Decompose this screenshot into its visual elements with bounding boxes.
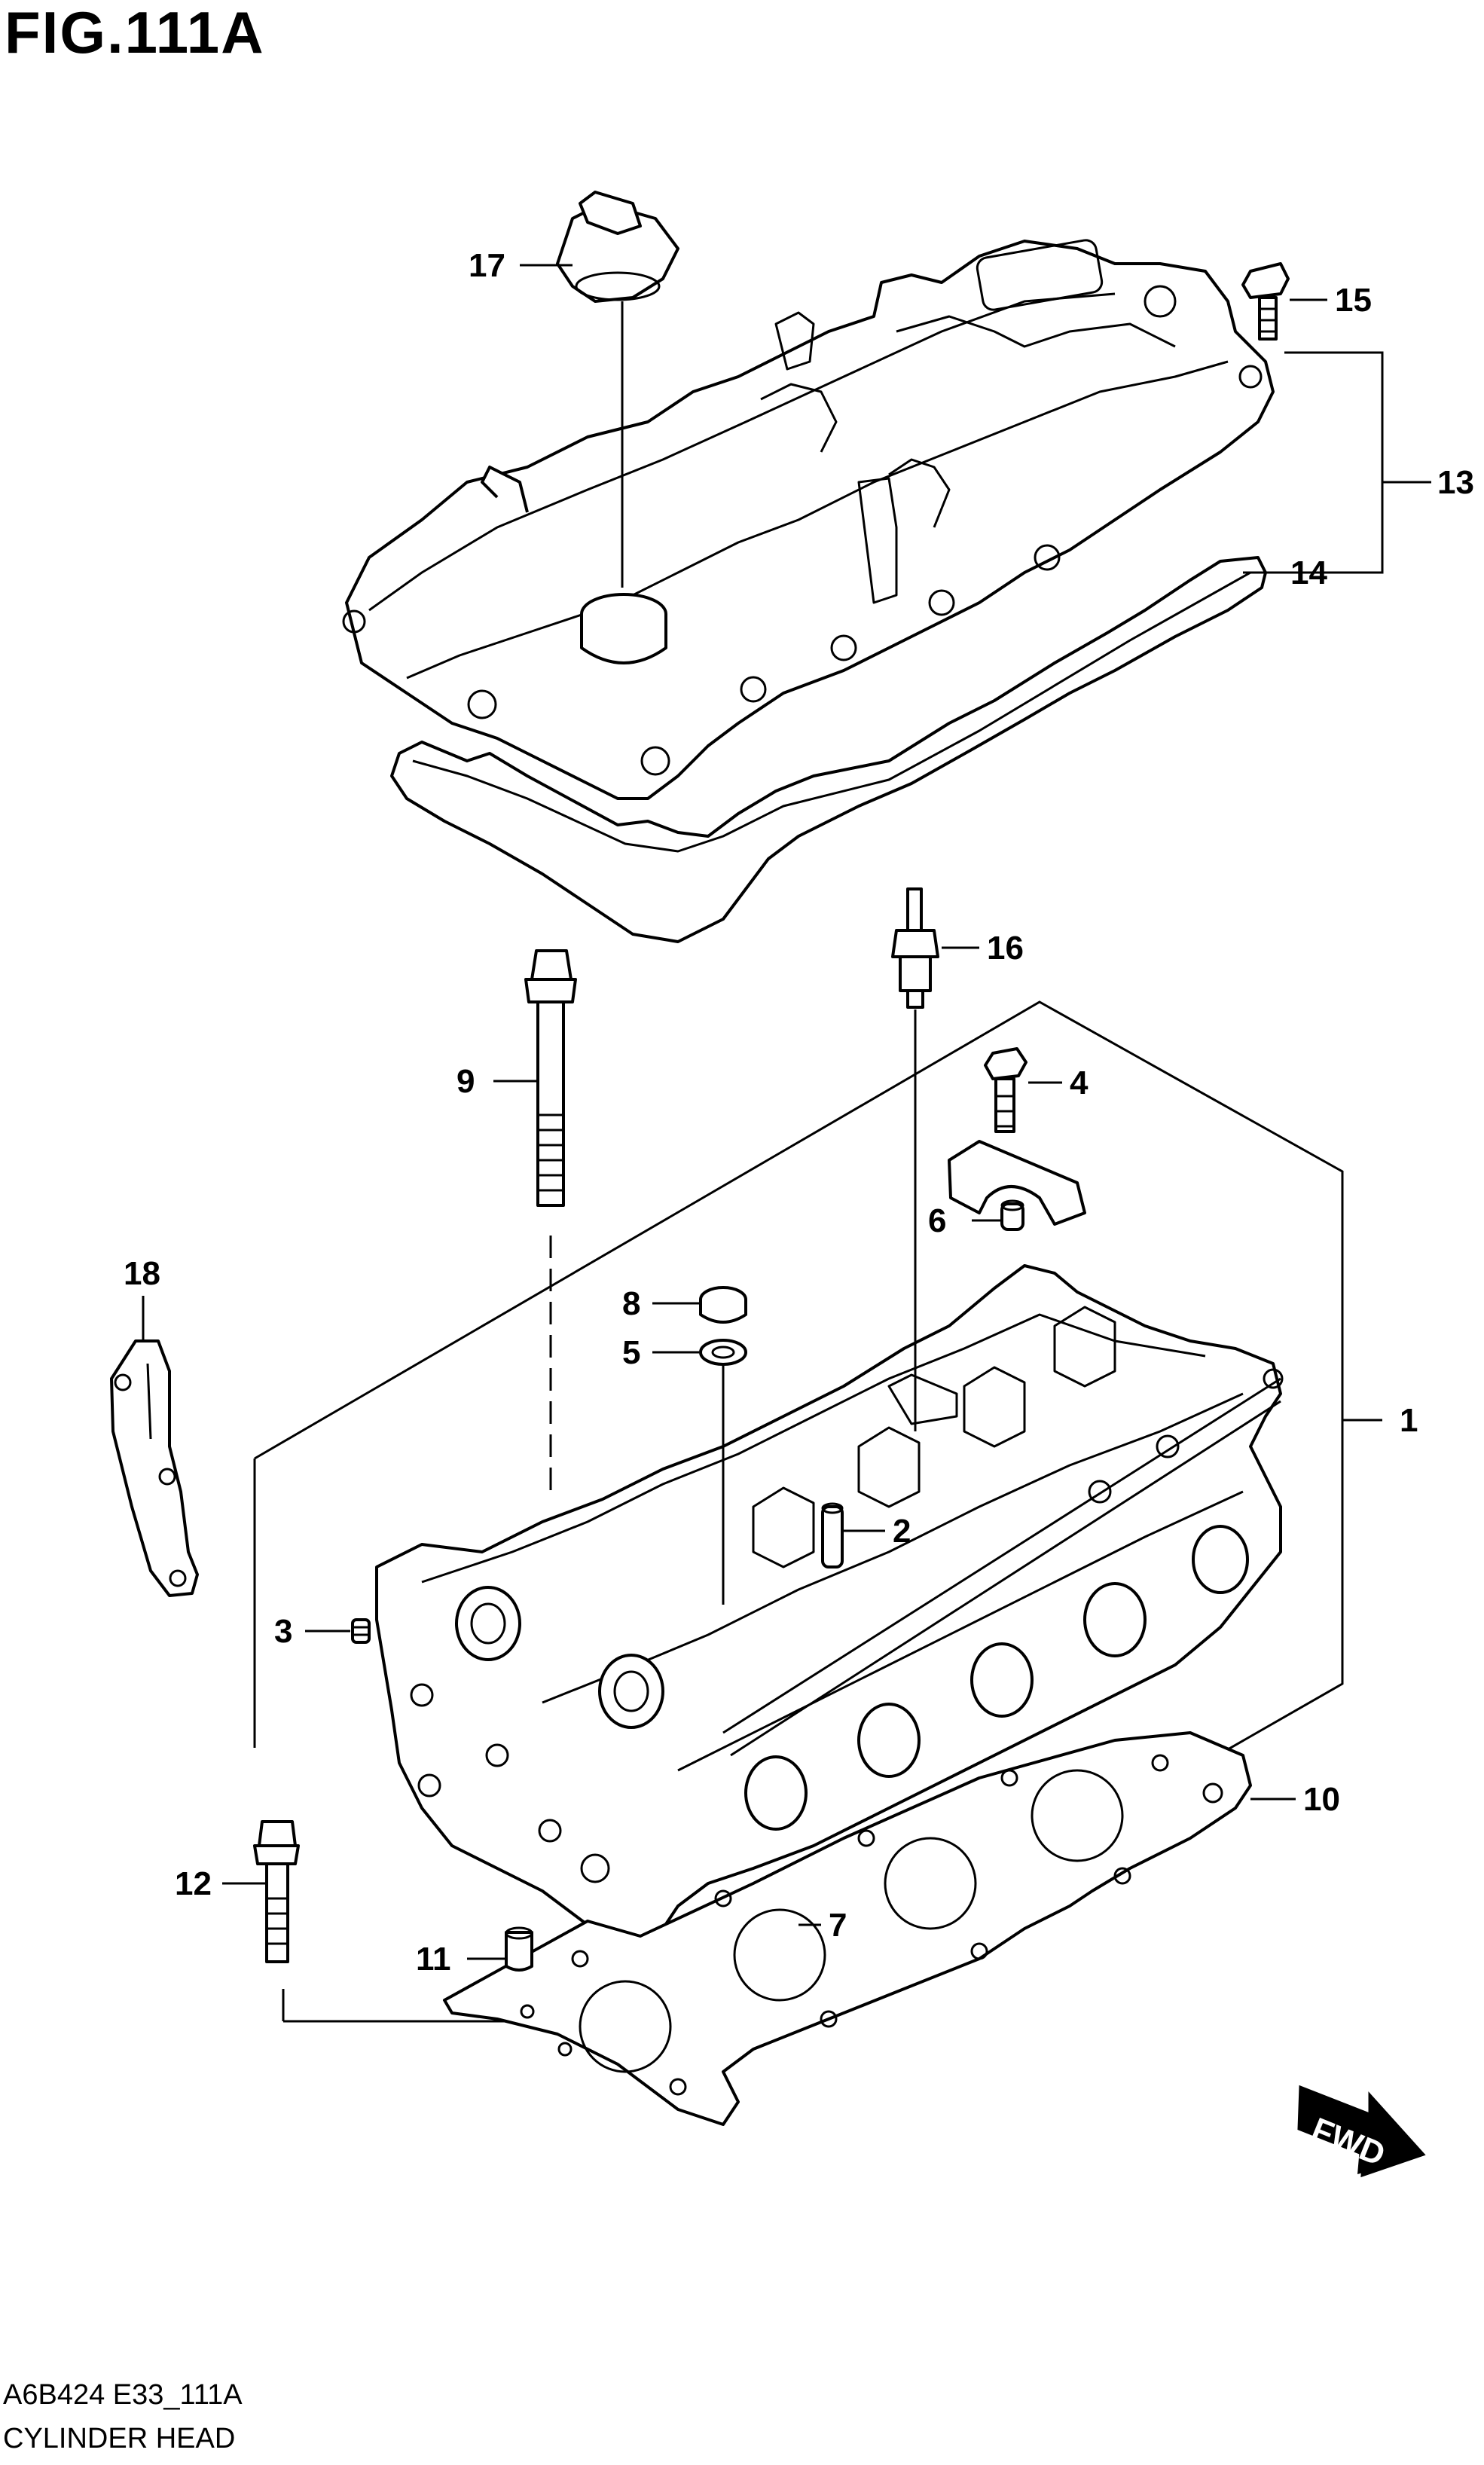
bracket <box>110 1339 199 1597</box>
callout-7: 7 <box>829 1907 847 1944</box>
camshaft-cap <box>948 1140 1086 1226</box>
callout-18: 18 <box>124 1255 160 1292</box>
seal <box>699 1339 747 1366</box>
callout-labels: 1 2 3 4 5 6 7 8 9 10 11 12 13 14 15 16 1… <box>124 247 1474 1978</box>
callout-1: 1 <box>1400 1402 1418 1439</box>
plug <box>699 1286 747 1324</box>
callout-8: 8 <box>622 1285 640 1322</box>
head-gasket <box>443 1731 1252 2126</box>
callout-11: 11 <box>416 1941 451 1978</box>
figure-name: CYLINDER HEAD <box>3 2423 236 2454</box>
callout-6: 6 <box>928 1202 946 1239</box>
fwd-direction-badge: FWD <box>1297 2085 1426 2178</box>
callout-14: 14 <box>1290 554 1327 591</box>
figure-title: FIG.111A <box>5 0 265 66</box>
figure-code: A6B424 E33_111A <box>3 2379 243 2411</box>
oil-filler-cap <box>556 191 679 303</box>
callout-16: 16 <box>987 930 1024 967</box>
valve-cover-gasket <box>390 556 1267 943</box>
callout-13: 13 <box>1437 464 1474 501</box>
dowel-pin <box>1000 1199 1024 1231</box>
callout-4: 4 <box>1070 1065 1089 1101</box>
plug-small <box>351 1618 371 1644</box>
callout-12: 12 <box>175 1865 212 1902</box>
callout-5: 5 <box>622 1334 640 1371</box>
callout-10: 10 <box>1303 1781 1340 1818</box>
callout-2: 2 <box>893 1513 911 1550</box>
head-bolt <box>524 949 577 1207</box>
callout-17: 17 <box>469 247 505 284</box>
dowel-sleeve <box>505 1926 533 1972</box>
valve-cover-bolt <box>1241 262 1290 341</box>
callout-3: 3 <box>274 1613 292 1650</box>
callout-15: 15 <box>1335 282 1372 319</box>
cam-cap-bolt <box>984 1047 1028 1133</box>
spark-plug <box>891 887 939 1009</box>
callout-9: 9 <box>456 1063 475 1100</box>
cylinder-head <box>375 1264 1284 1945</box>
head-bolt-short <box>253 1820 300 1963</box>
valve-cover <box>342 239 1275 800</box>
leader-lines <box>142 264 1431 1960</box>
